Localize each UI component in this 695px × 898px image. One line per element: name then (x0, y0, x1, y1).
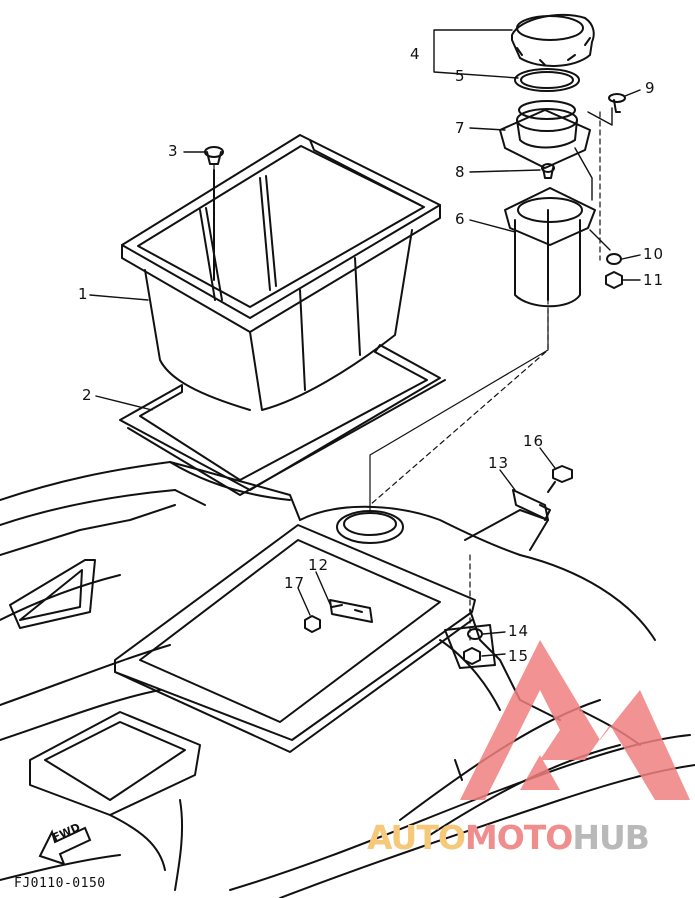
assembly-lines (213, 111, 601, 641)
callout-13: 13 (488, 454, 510, 472)
bolt-9 (608, 93, 626, 113)
clip-3 (204, 146, 224, 165)
callout-8: 8 (455, 163, 466, 181)
callout-11: 11 (643, 271, 665, 289)
callout-9: 9 (645, 79, 656, 97)
nut-11 (605, 271, 623, 289)
filler-neck (499, 100, 591, 169)
callout-15: 15 (508, 647, 530, 665)
callout-14: 14 (508, 622, 530, 640)
callout-1: 1 (78, 285, 89, 303)
callout-12: 12 (308, 556, 330, 574)
bolt-17 (304, 615, 321, 633)
callout-2: 2 (82, 386, 93, 404)
callout-6: 6 (455, 210, 466, 228)
hull-deck (0, 461, 695, 898)
fwd-arrow-icon (38, 826, 92, 866)
filler-hole (336, 510, 404, 544)
watermark-moto: MOTO (464, 818, 573, 857)
bolt-16 (547, 465, 573, 493)
callout-17: 17 (284, 574, 306, 592)
watermark-text: AUTOMOTOHUB (367, 818, 650, 857)
callout-3: 3 (168, 142, 179, 160)
filler-tube (504, 187, 596, 308)
callout-7: 7 (455, 119, 466, 137)
hinge-13 (464, 489, 551, 551)
diagram-code: FJ0110-0150 (14, 876, 106, 891)
o-ring (514, 68, 580, 92)
callout-4: 4 (410, 45, 421, 63)
leader-lines (89, 29, 641, 657)
watermark-auto: AUTO (367, 818, 466, 857)
plug-8 (541, 163, 555, 179)
fuel-cap (511, 13, 595, 67)
callout-16: 16 (523, 432, 545, 450)
nut-15 (463, 647, 481, 665)
callout-10: 10 (643, 245, 665, 263)
gasket-frame (119, 344, 446, 496)
washer-14 (467, 628, 483, 640)
watermark-logo-icon (460, 640, 690, 800)
storage-box (121, 134, 441, 411)
washer-10 (606, 253, 622, 265)
bracket-12 (329, 599, 373, 623)
callout-5: 5 (455, 67, 466, 85)
watermark-hub: HUB (572, 818, 650, 857)
